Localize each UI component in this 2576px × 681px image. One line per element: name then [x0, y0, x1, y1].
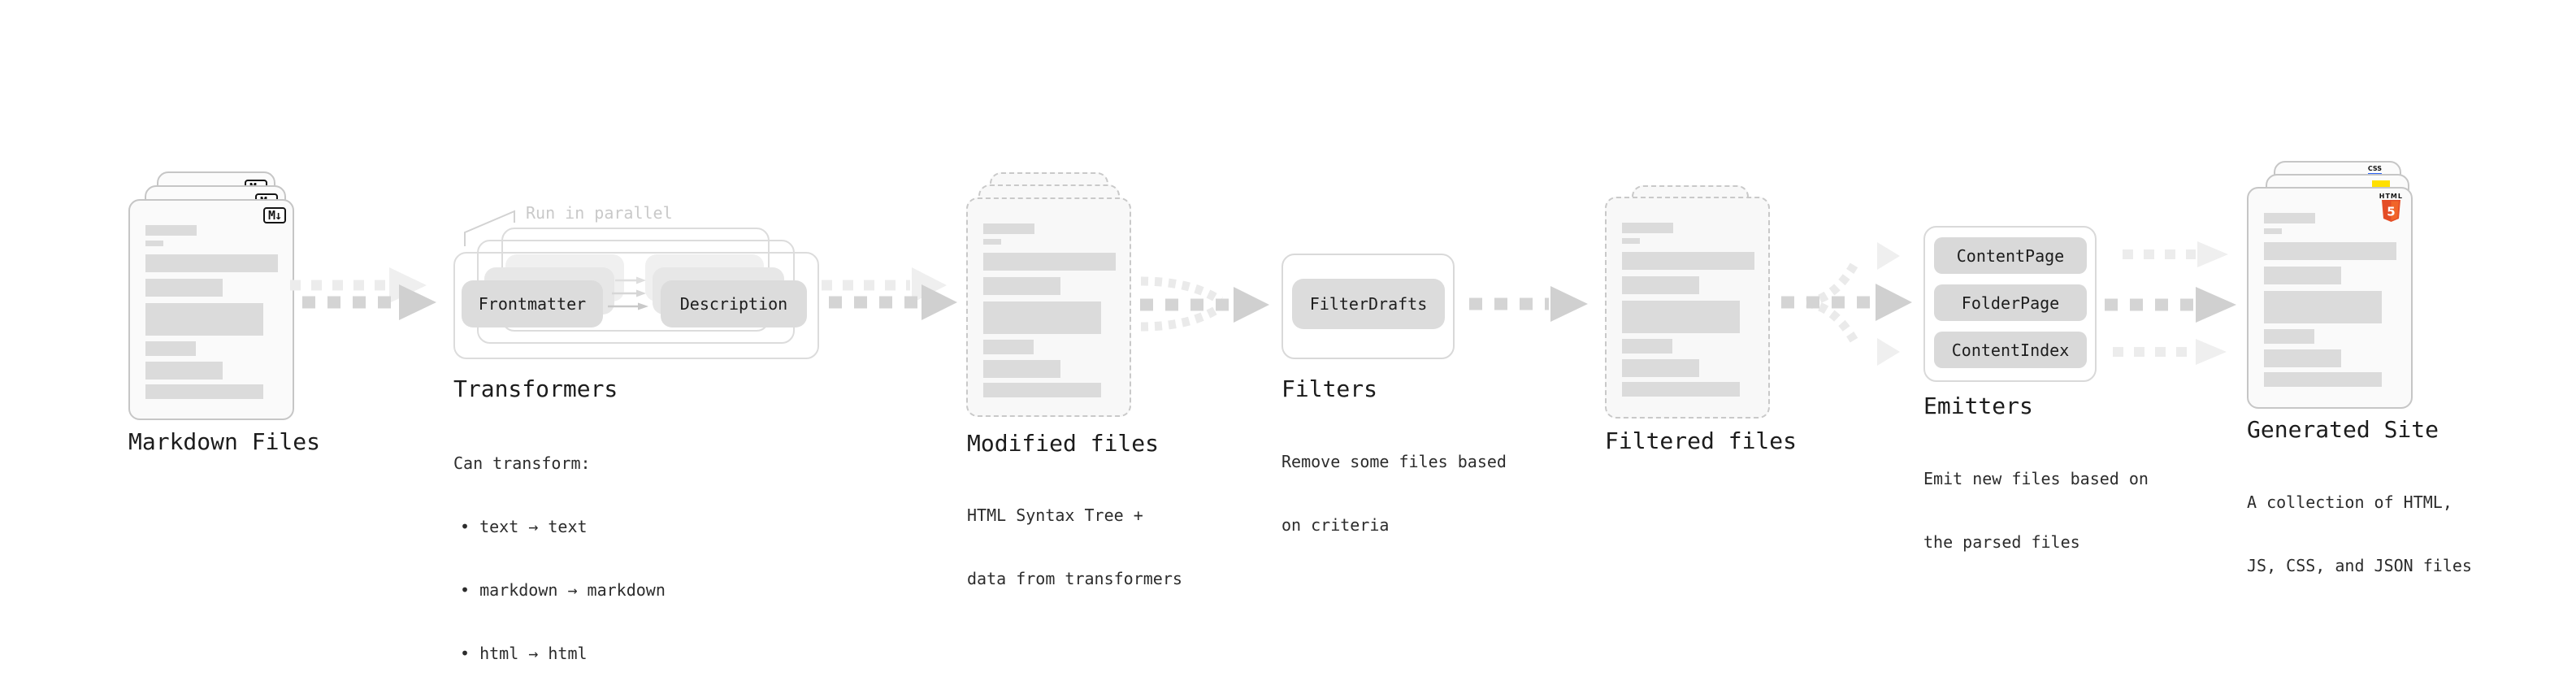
flow-arrow-markdown-to-transformers	[290, 267, 436, 320]
stage-caption: Can transform: • text → text • markdown …	[453, 410, 666, 681]
text-line-bar	[2264, 372, 2382, 387]
document-page	[966, 197, 1131, 417]
html5-icon-label: HTML	[2379, 193, 2403, 200]
caption-line: HTML Syntax Tree +	[967, 505, 1143, 525]
stage-caption: HTML Syntax Tree + data from transformer…	[967, 462, 1182, 631]
text-line-bar	[145, 254, 278, 272]
pill-label: ContentIndex	[1951, 340, 2070, 360]
stage-caption: Remove some files based on criteria	[1281, 409, 1507, 578]
caption-line: the parsed files	[1923, 532, 2080, 552]
flow-arrow-filters-to-filtered	[1469, 286, 1588, 322]
text-line-bar	[983, 239, 1001, 245]
stage-label: Generated Site	[2247, 416, 2439, 443]
flow-arrow-emitters-to-site	[2105, 241, 2236, 365]
caption-bullet: • markdown → markdown	[460, 580, 666, 600]
transformer-pill-description: Description	[661, 280, 807, 327]
caption-line: data from transformers	[967, 569, 1182, 588]
text-line-bars	[1622, 223, 1754, 397]
text-line-bar	[2264, 267, 2341, 284]
run-in-parallel-annotation: Run in parallel	[526, 203, 673, 223]
document-page	[1605, 197, 1770, 419]
text-line-bar	[1622, 223, 1673, 233]
text-line-bar	[145, 279, 223, 297]
filter-pill-filterdrafts: FilterDrafts	[1292, 279, 1445, 329]
emitter-pill-folderpage: FolderPage	[1934, 284, 2087, 321]
document-page: M↓	[128, 199, 294, 420]
text-line-bar	[2264, 213, 2315, 223]
pill-label: FolderPage	[1961, 293, 2060, 313]
document-page: HTML 5	[2247, 187, 2413, 409]
transformer-pill-frontmatter: Frontmatter	[462, 280, 603, 327]
text-line-bar	[1622, 382, 1740, 397]
caption-line: Remove some files based	[1281, 452, 1507, 471]
text-line-bar	[1622, 252, 1754, 270]
text-line-bar	[983, 360, 1060, 378]
html5-shield-icon: 5	[2381, 200, 2400, 222]
stage-label: Emitters	[1923, 393, 2033, 419]
text-line-bar	[1622, 359, 1699, 377]
text-line-bar	[2264, 349, 2341, 367]
text-line-bar	[145, 303, 263, 336]
text-line-bar	[983, 340, 1034, 354]
stage-caption: A collection of HTML, JS, CSS, and JSON …	[2247, 449, 2472, 618]
stage-label: Markdown Files	[128, 428, 321, 455]
text-line-bar	[145, 384, 263, 399]
pill-label: Description	[679, 294, 788, 314]
caption-bullet: • html → html	[460, 644, 588, 663]
caption-line: Can transform:	[453, 453, 591, 473]
text-line-bar	[983, 223, 1034, 234]
text-line-bar	[983, 253, 1116, 271]
text-line-bars	[2264, 213, 2396, 387]
flow-arrow-modified-to-filters	[1140, 276, 1269, 332]
flow-arrow-filtered-to-emitters	[1781, 242, 1912, 366]
text-line-bar	[145, 362, 223, 380]
stage-label: Transformers	[453, 375, 618, 402]
annotation-leader-line	[464, 210, 515, 246]
text-line-bars	[145, 225, 278, 399]
svg-text:5: 5	[2387, 205, 2395, 219]
caption-bullet: • text → text	[460, 517, 588, 536]
text-line-bar	[1622, 339, 1672, 354]
caption-line: A collection of HTML,	[2247, 492, 2452, 512]
stage-label: Filtered files	[1605, 427, 1798, 454]
pill-connector-arrows	[608, 276, 648, 310]
markdown-icon: M↓	[262, 207, 286, 223]
text-line-bar	[983, 383, 1101, 397]
pill-label: Frontmatter	[478, 294, 587, 314]
text-line-bar	[2264, 329, 2314, 344]
pill-label: FilterDrafts	[1309, 294, 1428, 314]
transformer-layer-box	[453, 252, 819, 359]
text-line-bar	[2264, 242, 2396, 260]
caption-line: JS, CSS, and JSON files	[2247, 556, 2472, 575]
pill-label: ContentPage	[1956, 245, 2065, 266]
emitter-pill-contentpage: ContentPage	[1934, 237, 2087, 274]
stage-label: Modified files	[967, 430, 1160, 457]
text-line-bar	[145, 225, 197, 236]
caption-line: on criteria	[1281, 515, 1390, 535]
text-line-bar	[1622, 301, 1740, 333]
stage-label: Filters	[1281, 375, 1378, 402]
text-line-bar	[1622, 276, 1699, 294]
text-line-bar	[2264, 291, 2382, 323]
text-line-bars	[983, 223, 1116, 397]
text-line-bar	[2264, 228, 2282, 234]
text-line-bar	[1622, 238, 1640, 244]
text-line-bar	[145, 341, 196, 356]
css-icon-label: CSS	[2367, 165, 2382, 172]
stage-caption: Emit new files based on the parsed files	[1923, 426, 2149, 595]
javascript-icon	[2372, 180, 2390, 189]
text-line-bar	[983, 301, 1101, 334]
text-line-bar	[145, 241, 163, 246]
flow-arrow-transformers-to-modified	[822, 267, 957, 320]
text-line-bar	[983, 277, 1060, 295]
html5-icon: HTML 5	[2379, 193, 2403, 226]
caption-line: Emit new files based on	[1923, 469, 2149, 488]
emitter-pill-contentindex: ContentIndex	[1934, 332, 2087, 368]
